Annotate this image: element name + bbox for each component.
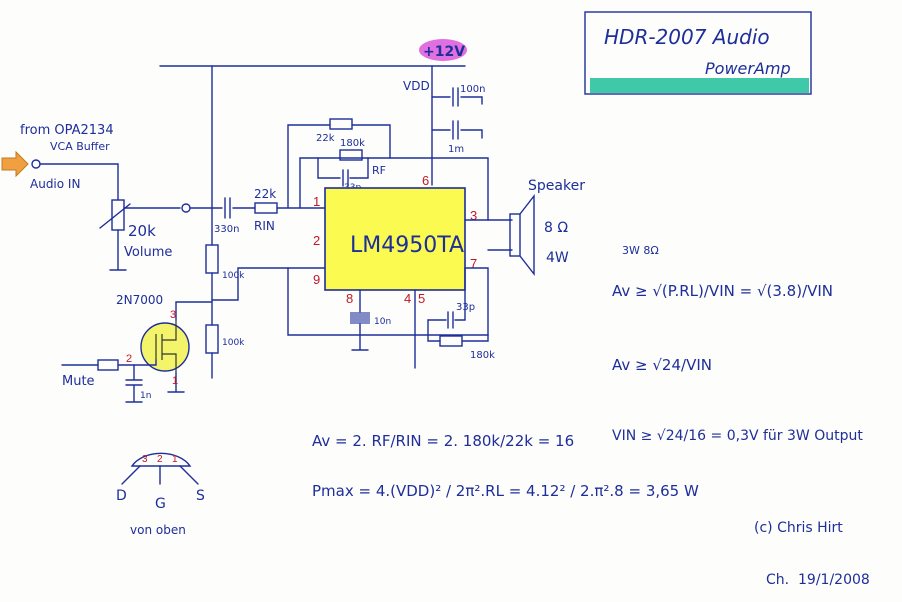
c-vdd1-label: 100n bbox=[460, 84, 485, 95]
mute-label: Mute bbox=[62, 374, 95, 389]
mosfet-part-label: 2N7000 bbox=[116, 293, 163, 307]
ic-pin3: 3 bbox=[470, 208, 477, 223]
mosfet-pinout: 3 2 1 D G S von oben bbox=[116, 452, 205, 537]
ic-pin2: 2 bbox=[313, 233, 320, 248]
mosfet-pin-d: 3 bbox=[170, 309, 176, 321]
c-vdd2-label: 1m bbox=[448, 144, 464, 155]
credit-author: (c) Chris Hirt bbox=[754, 520, 843, 536]
mute-cap-label: 1n bbox=[140, 391, 151, 401]
av-formula: Av = 2. RF/RIN = 2. 180k/22k = 16 bbox=[312, 432, 574, 450]
supply-label: +12V bbox=[423, 44, 465, 60]
r-bias-top-label: 100k bbox=[222, 271, 245, 281]
ic-pin1: 1 bbox=[313, 194, 320, 209]
c-pin8-label: 10n bbox=[374, 317, 391, 327]
equations: Av = 2. RF/RIN = 2. 180k/22k = 16 Pmax =… bbox=[312, 244, 863, 500]
input-from-label: from OPA2134 bbox=[20, 123, 114, 138]
c-out-label: 33p bbox=[456, 302, 475, 313]
speaker-power: 4W bbox=[546, 250, 569, 266]
pinout-caption: von oben bbox=[130, 523, 186, 537]
vdd-decoupling: 100n 1m bbox=[431, 84, 485, 155]
pinout-d: D bbox=[116, 488, 127, 504]
pinout-num1: 3 bbox=[142, 454, 148, 465]
ic-pin7: 7 bbox=[470, 256, 477, 271]
pin8-bypass: 10n bbox=[350, 289, 391, 351]
r-f-label: RF bbox=[372, 164, 386, 177]
credit: (c) Chris Hirt Ch. 19/1/2008 bbox=[754, 520, 870, 588]
title-accent-bar bbox=[590, 78, 809, 93]
title-line1: HDR-2007 Audio bbox=[604, 25, 770, 49]
ic-pin5: 5 bbox=[418, 291, 425, 306]
input-arrow bbox=[1, 150, 29, 178]
mosfet-pin-s: 1 bbox=[172, 375, 178, 387]
r-in-label: RIN bbox=[254, 219, 275, 233]
mute-circuit: 2N7000 Mute 1n 3 2 1 bbox=[61, 293, 213, 403]
credit-date: 19/1/2008 bbox=[798, 572, 870, 588]
r-f-value: 180k bbox=[340, 138, 365, 149]
output-network: 33p 180k bbox=[414, 267, 495, 369]
ic-name: LM4950TA bbox=[350, 233, 464, 258]
ic-pin4: 4 bbox=[404, 291, 411, 306]
supply-badge bbox=[419, 39, 467, 61]
speaker-label: Speaker bbox=[528, 178, 585, 194]
pinout-num3: 1 bbox=[172, 454, 178, 465]
pinout-g: G bbox=[155, 496, 166, 512]
av-req1-notes: 3W 8Ω bbox=[622, 244, 659, 257]
ic-pin8: 8 bbox=[346, 291, 353, 306]
volume-value: 20k bbox=[128, 222, 156, 240]
r-bias-bottom-label: 100k bbox=[222, 338, 245, 348]
pmax-formula: Pmax = 4.(VDD)² / 2π².RL = 4.12² / 2.π².… bbox=[312, 482, 699, 500]
pinout-num2: 2 bbox=[157, 454, 163, 465]
mosfet-body bbox=[140, 322, 190, 372]
ic-pin9: 9 bbox=[313, 272, 320, 287]
vdd-label: VDD bbox=[403, 79, 430, 93]
av-req2: Av ≥ √24/VIN bbox=[612, 356, 712, 374]
bias-divider: 100k 100k bbox=[205, 244, 326, 379]
title-box: HDR-2007 Audio PowerAmp bbox=[584, 11, 812, 95]
title-line2: PowerAmp bbox=[705, 59, 791, 78]
pinout-s: S bbox=[196, 488, 205, 504]
r-in-value: 22k bbox=[254, 187, 276, 201]
input-buffer-label: VCA Buffer bbox=[50, 140, 110, 153]
supply-rail: +12V VDD bbox=[159, 39, 467, 246]
signature-mark: Ch. bbox=[766, 572, 789, 588]
speaker-impedance: 8 Ω bbox=[544, 220, 568, 236]
c-in-label: 330n bbox=[214, 224, 239, 235]
input-section: from OPA2134 VCA Buffer Audio IN 20k Vol… bbox=[1, 123, 326, 271]
speaker: Speaker 8 Ω 4W bbox=[487, 178, 585, 277]
r-top-label: 22k bbox=[316, 133, 335, 144]
vin-requirement: VIN ≥ √24/16 = 0,3V für 3W Output bbox=[612, 428, 863, 444]
r-out-label: 180k bbox=[470, 350, 495, 361]
ic-pin6: 6 bbox=[422, 173, 429, 188]
av-req1: Av ≥ √(P.RL)/VIN = √(3.8)/VIN bbox=[612, 282, 833, 300]
amplifier-ic: LM4950TA 1 2 9 6 3 7 8 4 5 bbox=[287, 157, 489, 336]
mosfet-pin-g: 2 bbox=[126, 353, 132, 365]
audio-in-label: Audio IN bbox=[30, 177, 80, 191]
volume-label: Volume bbox=[124, 245, 172, 260]
